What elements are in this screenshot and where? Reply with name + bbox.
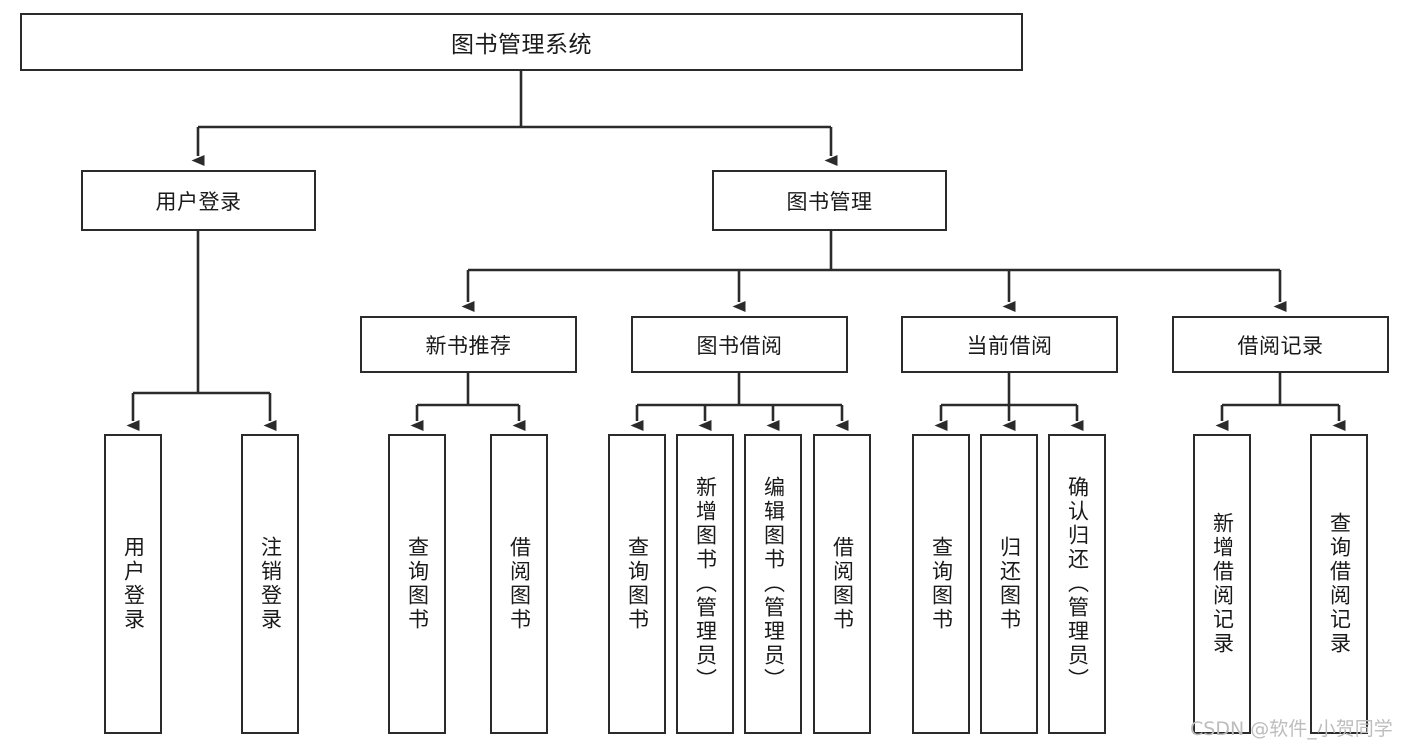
node-leaf-query-book-borrow[interactable]: 查询图书 bbox=[608, 434, 666, 734]
node-label: 图书管理 bbox=[786, 189, 873, 214]
node-current-borrow[interactable]: 当前借阅 bbox=[901, 316, 1118, 373]
node-label: 新书推荐 bbox=[425, 333, 512, 358]
node-leaf-user-login[interactable]: 用户登录 bbox=[104, 434, 162, 734]
node-label: 用户登录 bbox=[155, 189, 242, 214]
node-label: 当前借阅 bbox=[966, 333, 1053, 358]
node-label: 借阅记录 bbox=[1237, 333, 1324, 358]
node-label: 编辑图书（管理员） bbox=[761, 476, 786, 692]
node-label: 新增图书（管理员） bbox=[693, 476, 718, 692]
node-leaf-logout[interactable]: 注销登录 bbox=[241, 434, 299, 734]
node-label: 新增借阅记录 bbox=[1210, 512, 1235, 656]
node-new-book-recommend[interactable]: 新书推荐 bbox=[360, 316, 577, 373]
node-label: 注销登录 bbox=[258, 536, 283, 632]
node-leaf-add-book[interactable]: 新增图书（管理员） bbox=[676, 434, 734, 734]
node-leaf-add-borrow-record[interactable]: 新增借阅记录 bbox=[1193, 434, 1251, 734]
node-label: 查询图书 bbox=[625, 536, 650, 632]
node-leaf-edit-book[interactable]: 编辑图书（管理员） bbox=[744, 434, 802, 734]
node-label: 确认归还（管理员） bbox=[1065, 476, 1090, 692]
node-root-book-management-system[interactable]: 图书管理系统 bbox=[20, 13, 1023, 71]
node-user-login[interactable]: 用户登录 bbox=[81, 170, 316, 231]
node-label: 归还图书 bbox=[997, 536, 1022, 632]
node-leaf-borrow-book[interactable]: 借阅图书 bbox=[813, 434, 871, 734]
node-leaf-query-book-current[interactable]: 查询图书 bbox=[912, 434, 970, 734]
node-label: 图书借阅 bbox=[696, 333, 783, 358]
node-label: 图书管理系统 bbox=[451, 32, 592, 58]
node-leaf-return-book[interactable]: 归还图书 bbox=[980, 434, 1038, 734]
node-book-management[interactable]: 图书管理 bbox=[712, 170, 947, 231]
node-borrow-record[interactable]: 借阅记录 bbox=[1172, 316, 1389, 373]
node-label: 借阅图书 bbox=[507, 536, 532, 632]
node-leaf-query-borrow-record[interactable]: 查询借阅记录 bbox=[1310, 434, 1368, 734]
node-label: 用户登录 bbox=[121, 536, 146, 632]
node-label: 借阅图书 bbox=[830, 536, 855, 632]
csdn-watermark: CSDN @软件_小贺同学 bbox=[1190, 718, 1393, 740]
node-book-borrow[interactable]: 图书借阅 bbox=[631, 316, 848, 373]
node-leaf-confirm-return[interactable]: 确认归还（管理员） bbox=[1048, 434, 1106, 734]
node-label: 查询借阅记录 bbox=[1327, 512, 1352, 656]
node-leaf-borrow-book-recommend[interactable]: 借阅图书 bbox=[490, 434, 548, 734]
node-label: 查询图书 bbox=[929, 536, 954, 632]
node-label: 查询图书 bbox=[405, 536, 430, 632]
node-leaf-query-book-recommend[interactable]: 查询图书 bbox=[388, 434, 446, 734]
